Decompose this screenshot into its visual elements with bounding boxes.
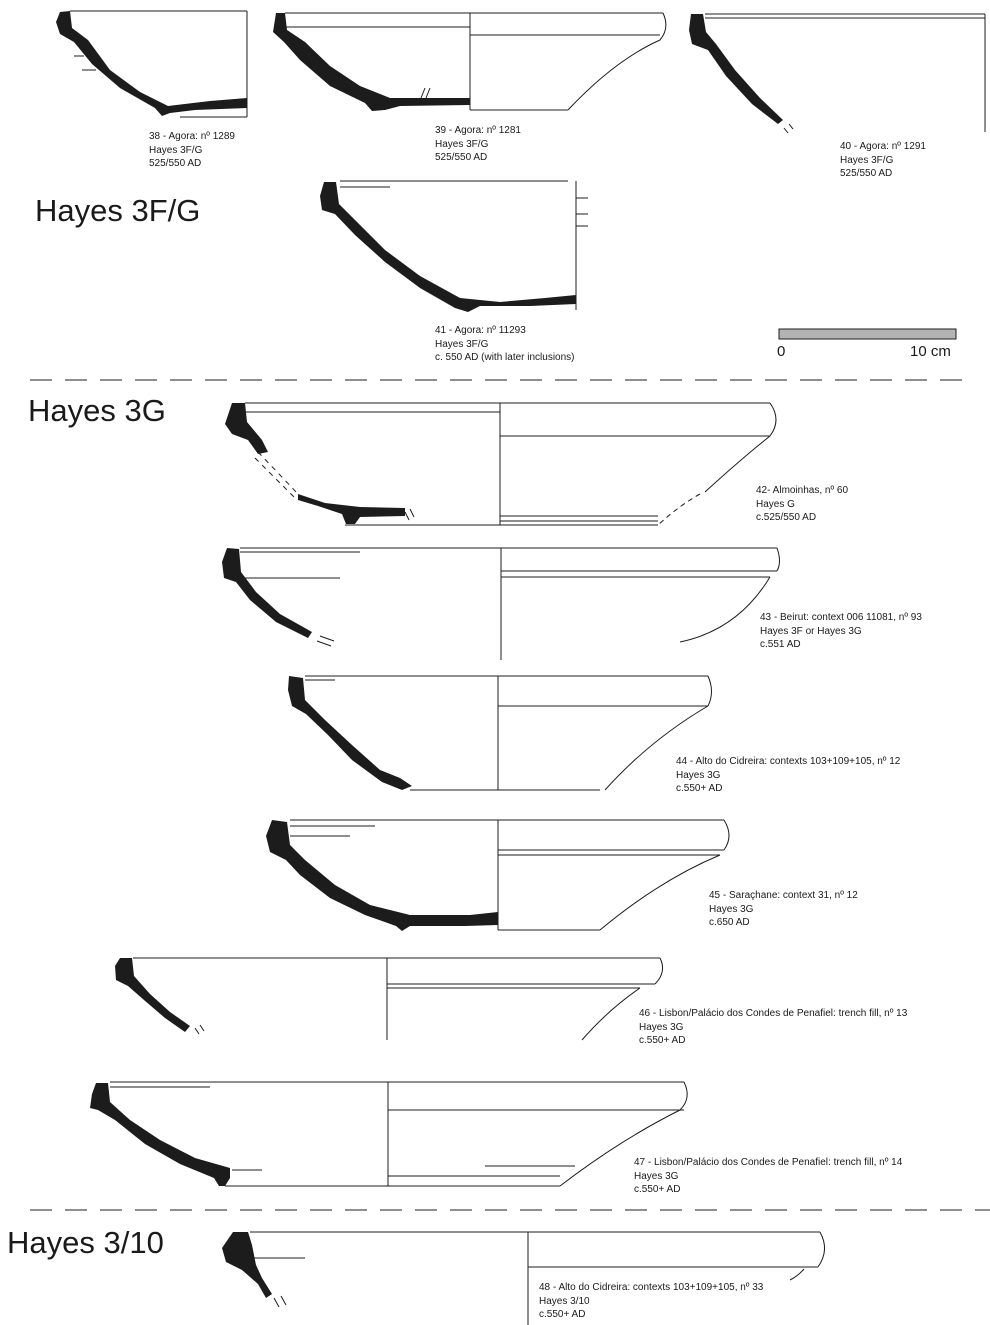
vessel-profile-40 <box>689 13 986 134</box>
caption-line: c.550+ AD <box>634 1184 681 1195</box>
vessel-profile-44 <box>288 675 712 791</box>
caption-line: c.550+ AD <box>676 783 723 794</box>
caption-line: c.650 AD <box>709 917 750 928</box>
caption-line: 45 - Saraçhane: context 31, nº 12 <box>709 890 858 901</box>
vessel-profile-46 <box>115 957 664 1041</box>
caption-line: 47 - Lisbon/Palácio dos Condes de Penafi… <box>634 1157 903 1168</box>
group-title-hayes-3g: Hayes 3G <box>28 393 166 428</box>
caption-line: Hayes 3F/G <box>435 138 489 150</box>
caption-line: Hayes 3/10 <box>539 1295 590 1307</box>
vessel-profile-48 <box>222 1231 825 1325</box>
caption-39: 39 - Agora: nº 1281 Hayes 3F/G 525/550 A… <box>435 124 521 165</box>
caption-47: 47 - Lisbon/Palácio dos Condes de Penafi… <box>634 1156 902 1197</box>
caption-line: 38 - Agora: nº 1289 <box>149 131 235 142</box>
scale-start-label: 0 <box>777 343 786 360</box>
caption-line: Hayes G <box>756 498 795 510</box>
caption-line: Hayes 3F or Hayes 3G <box>760 625 862 637</box>
caption-41: 41 - Agora: nº 11293 Hayes 3F/G c. 550 A… <box>435 324 575 365</box>
caption-line: 43 - Beirut: context 006 11081, nº 93 <box>760 612 922 623</box>
vessel-profile-38 <box>56 10 248 118</box>
caption-line: c. 550 AD (with later inclusions) <box>435 352 575 363</box>
caption-line: Hayes 3F/G <box>149 144 203 156</box>
caption-line: Hayes 3G <box>676 769 721 781</box>
caption-line: 39 - Agora: nº 1281 <box>435 125 521 136</box>
caption-line: c.550+ AD <box>639 1035 686 1046</box>
caption-line: 48 - Alto do Cidreira: contexts 103+109+… <box>539 1282 764 1293</box>
vessel-profile-42 <box>225 402 777 526</box>
caption-line: 44 - Alto do Cidreira: contexts 103+109+… <box>676 756 901 767</box>
caption-40: 40 - Agora: nº 1291 Hayes 3F/G 525/550 A… <box>840 140 926 181</box>
caption-line: 525/550 AD <box>840 168 893 179</box>
caption-line: Hayes 3G <box>709 903 754 915</box>
vessel-profile-47 <box>90 1081 688 1187</box>
vessel-profile-43 <box>222 547 780 660</box>
scale-end-label: 10 cm <box>910 343 951 360</box>
caption-line: 40 - Agora: nº 1291 <box>840 141 926 152</box>
group-title-hayes-3fg: Hayes 3F/G <box>35 193 201 228</box>
caption-line: 42- Almoinhas, nº 60 <box>756 485 849 496</box>
caption-38: 38 - Agora: nº 1289 Hayes 3F/G 525/550 A… <box>149 130 235 171</box>
caption-line: c.525/550 AD <box>756 512 817 523</box>
caption-line: Hayes 3G <box>639 1021 684 1033</box>
caption-line: Hayes 3F/G <box>840 154 894 166</box>
caption-46: 46 - Lisbon/Palácio dos Condes de Penafi… <box>639 1007 907 1048</box>
group-title-hayes-3-10: Hayes 3/10 <box>7 1225 164 1260</box>
scale-bar-fill <box>778 328 957 340</box>
caption-45: 45 - Saraçhane: context 31, nº 12 Hayes … <box>709 889 858 930</box>
scale-bar <box>778 328 957 340</box>
caption-line: c.551 AD <box>760 639 801 650</box>
vessel-profile-39 <box>273 12 667 111</box>
caption-line: Hayes 3G <box>634 1170 679 1182</box>
vessel-profile-45 <box>266 819 730 931</box>
caption-line: 41 - Agora: nº 11293 <box>435 325 526 336</box>
caption-48: 48 - Alto do Cidreira: contexts 103+109+… <box>539 1281 763 1322</box>
caption-line: Hayes 3F/G <box>435 338 489 350</box>
caption-line: 46 - Lisbon/Palácio dos Condes de Penafi… <box>639 1008 908 1019</box>
caption-42: 42- Almoinhas, nº 60 Hayes G c.525/550 A… <box>756 484 848 525</box>
caption-44: 44 - Alto do Cidreira: contexts 103+109+… <box>676 755 900 796</box>
caption-line: c.550+ AD <box>539 1309 586 1320</box>
vessel-profile-41 <box>320 180 588 312</box>
caption-line: 525/550 AD <box>149 158 202 169</box>
caption-43: 43 - Beirut: context 006 11081, nº 93 Ha… <box>760 611 922 652</box>
caption-line: 525/550 AD <box>435 152 488 163</box>
